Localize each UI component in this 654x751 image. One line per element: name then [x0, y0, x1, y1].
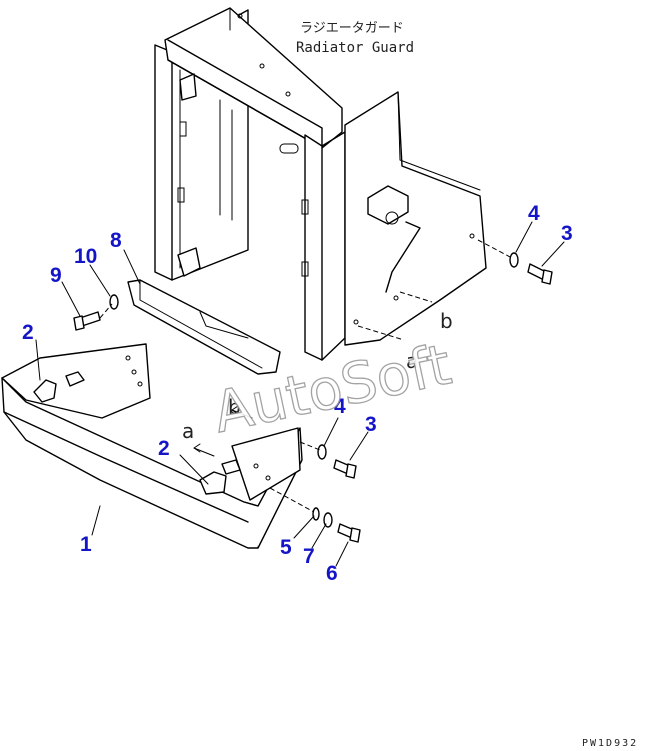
callout-3-lower: 3: [365, 413, 377, 436]
reference-mark-b-lower: b: [228, 395, 241, 419]
leader-lines: [35, 221, 565, 567]
callout-7: 7: [303, 545, 315, 568]
callout-2-right: 2: [158, 437, 170, 460]
callout-3-upper: 3: [561, 222, 573, 245]
title-japanese: ラジエータガード: [300, 21, 404, 36]
callout-9: 9: [50, 264, 62, 287]
title-english: Radiator Guard: [296, 40, 414, 56]
reference-mark-a-lower: a: [182, 419, 194, 443]
mounting-plate: [127, 279, 281, 375]
callout-4-upper: 4: [528, 202, 540, 225]
callout-4-lower: 4: [334, 395, 346, 418]
assembly-lines: [99, 239, 513, 513]
callout-2-left: 2: [22, 321, 34, 344]
bumper-guard: [1, 343, 303, 549]
reference-mark-a-upper: a: [406, 349, 418, 373]
drawing-code: PW1D932: [582, 738, 638, 749]
radiator-guard-frame: [154, 7, 487, 361]
callout-6: 6: [326, 562, 338, 585]
fasteners: [73, 252, 553, 543]
callout-1: 1: [80, 533, 92, 556]
reference-mark-b-upper: b: [440, 309, 453, 333]
callout-10: 10: [74, 245, 97, 268]
callout-8: 8: [110, 229, 122, 252]
callout-5: 5: [280, 536, 292, 559]
